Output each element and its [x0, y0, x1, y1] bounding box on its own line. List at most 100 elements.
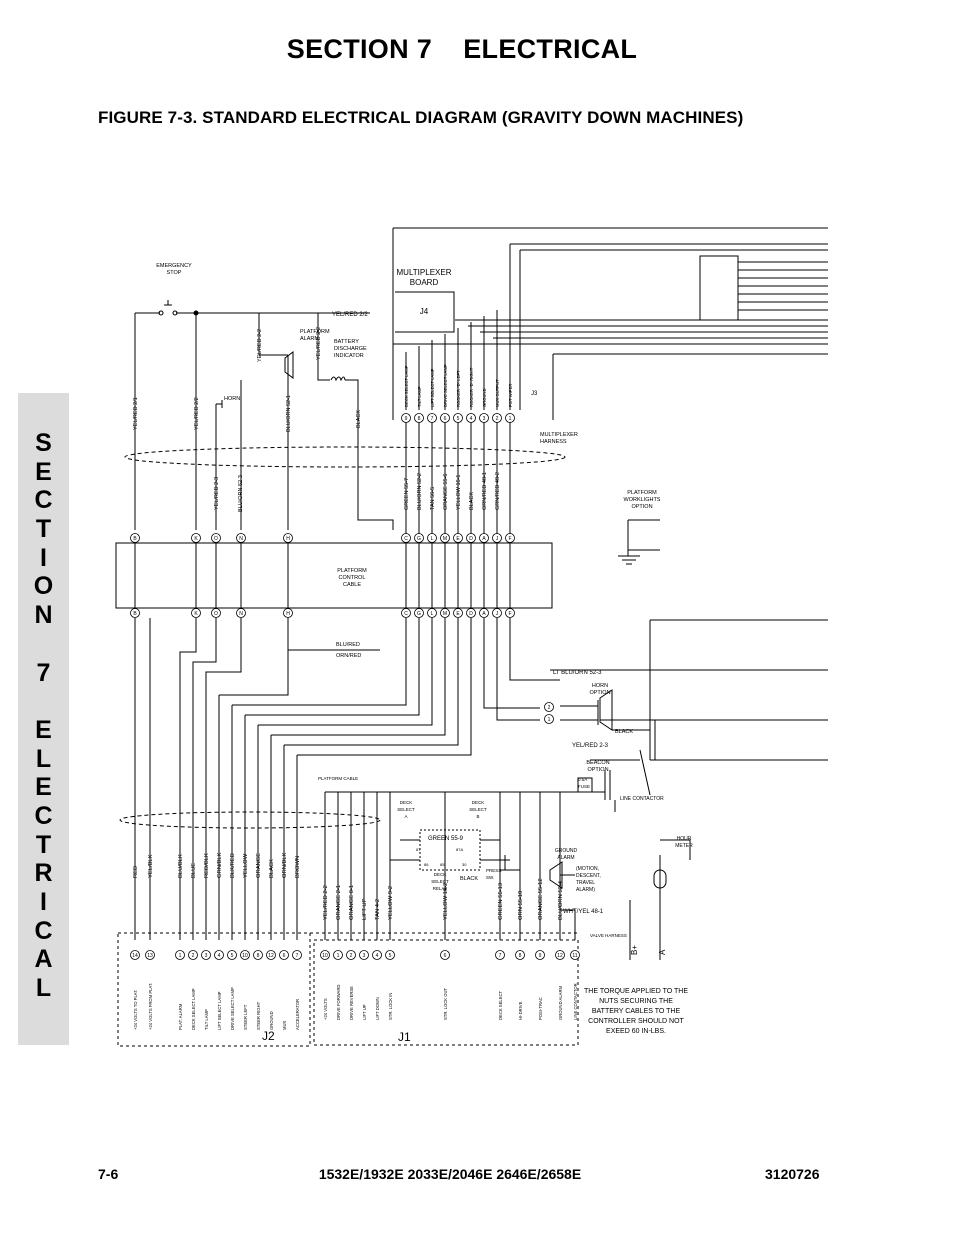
motion-alarm-label: (MOTION, — [576, 866, 599, 872]
line-contactor-label: LINE CONTACTOR — [620, 796, 664, 802]
svg-text:L: L — [431, 611, 434, 617]
svg-text:B: B — [133, 536, 137, 542]
pressure-switch-label: SW. — [486, 875, 494, 880]
svg-text:K: K — [194, 611, 198, 617]
ground-alarm-label: ALARM — [557, 855, 574, 861]
svg-text:12: 12 — [268, 953, 274, 959]
j1-function-label: DRIVE FORWARD — [336, 985, 341, 1020]
j2-pin: 1 — [175, 950, 185, 960]
platform-alarm-label: PLATFORM — [300, 329, 330, 335]
j2-wire-label: YELLOW — [243, 853, 249, 878]
side-tab-letter: L — [35, 744, 52, 773]
cable-pin-bottom: M — [440, 608, 450, 618]
cable-pin-bottom: C — [401, 608, 411, 618]
svg-text:8: 8 — [257, 953, 260, 959]
side-tab-letter: I — [40, 888, 47, 916]
j2-wire-label: ORN/BLK — [282, 852, 288, 878]
cable-pin-top: K — [191, 533, 201, 543]
svg-text:A: A — [482, 611, 486, 617]
j3-pin: 1 — [505, 413, 515, 423]
j1-wire-label: GREEN 55-13 — [498, 883, 504, 920]
j2-function-label: TILT LAMP — [204, 1009, 209, 1030]
j2-wire-label: BLK/RED — [230, 853, 236, 878]
j1-function-label: GROUND ALARM — [558, 986, 563, 1020]
svg-text:2: 2 — [496, 416, 499, 422]
side-tab-letter: T — [35, 515, 52, 544]
j3-pin: 6 — [440, 413, 450, 423]
j1-function-label: LIFT DOWN — [375, 997, 380, 1020]
multiplexer-harness-label: HARNESS — [540, 439, 567, 445]
side-tab-letter: T — [35, 830, 52, 859]
j1-wire-label: YELLOW 10-2 — [443, 883, 449, 920]
svg-text:5: 5 — [457, 416, 460, 422]
j1-pin: 4 — [372, 950, 382, 960]
j3-pin-wire: BLU/ORN 52-2 — [417, 473, 423, 510]
j3-pin-function: LIFT SELECT LAMP — [430, 368, 435, 407]
svg-text:5: 5 — [389, 953, 392, 959]
j3-pin-wire: GREEN 55-7 — [404, 478, 410, 510]
cable-pin-top: H — [283, 533, 293, 543]
footer-models: 1532E/1932E 2033E/2046E 2646E/2658E — [318, 1166, 582, 1182]
j1-function-label: +24 VOLTS — [323, 998, 328, 1020]
j3-pin-function: DECK SELECT LAMP — [404, 365, 409, 407]
cable-pin-top: L — [427, 533, 437, 543]
svg-text:E: E — [456, 536, 460, 542]
svg-text:N: N — [239, 611, 243, 617]
a-terminal-label: A — [658, 949, 667, 955]
j1-pin: 1 — [333, 950, 343, 960]
j1-label: J1 — [398, 1030, 411, 1044]
svg-text:6: 6 — [444, 416, 447, 422]
cable-pin-bottom: K — [191, 608, 201, 618]
wire-label: BLU/RED — [336, 642, 360, 648]
j1-function-label: LIFT UP — [362, 1004, 367, 1020]
hour-meter-label: METER — [675, 843, 693, 849]
svg-text:10: 10 — [322, 953, 328, 959]
wire-label: ORN/RED — [336, 653, 361, 659]
j2-pin: 10 — [240, 950, 250, 960]
j3-pin-function: ROCKER "D" LEFT — [456, 370, 461, 407]
side-tab-letter: O — [33, 572, 54, 601]
wire-label: YEL/RED 2-2 — [257, 329, 263, 362]
valve-harness-label: VALVE HARNESS — [590, 933, 627, 938]
j3-pin-function: MUX OUTPUT — [495, 379, 500, 407]
cable-pin-top: D — [466, 533, 476, 543]
j3-pin-wire: TAN 56-5 — [430, 487, 436, 510]
j1-pin: 11 — [570, 950, 580, 960]
svg-text:4: 4 — [376, 953, 379, 959]
side-tab-letter: I — [40, 543, 47, 572]
svg-text:2: 2 — [192, 953, 195, 959]
side-tab-letter: C — [34, 486, 53, 515]
svg-text:5: 5 — [231, 953, 234, 959]
deck-select-b-label: SELECT — [469, 807, 487, 812]
pressure-switch-label: PRESS. — [486, 868, 503, 873]
j3-pin: 5 — [453, 413, 463, 423]
j1-function-label: STR. LOCK IN — [388, 993, 393, 1020]
side-tab-letter: R — [34, 859, 53, 888]
deck-select-b-label: DECK — [472, 800, 485, 805]
j1-pin: 9 — [535, 950, 545, 960]
cable-pin-top: M — [440, 533, 450, 543]
svg-text:M: M — [443, 536, 447, 542]
cable-pin-top: J — [492, 533, 502, 543]
j2-function-label: STEER LEFT — [243, 1004, 248, 1030]
cable-pin-bottom: L — [427, 608, 437, 618]
j1-pin: 12 — [555, 950, 565, 960]
hour-meter-label: HOUR — [677, 836, 692, 842]
svg-text:G: G — [417, 536, 421, 542]
j1-wire-label: TAN 4-2 — [375, 899, 381, 920]
worklights-label: OPTION — [631, 504, 652, 510]
cable-pin-bottom: J — [492, 608, 502, 618]
horn-label: HORN — [224, 396, 240, 402]
torque-note: CONTROLLER SHOULD NOT — [588, 1018, 684, 1025]
svg-text:J: J — [496, 611, 499, 617]
platform-alarm-label: ALARM — [300, 336, 319, 342]
platform-control-cable-label: CONTROL — [339, 575, 366, 581]
j1-function-label: DRIVE REVERSE — [349, 986, 354, 1020]
wire-label: BLU/ORN 52-3 — [238, 475, 244, 512]
svg-text:2: 2 — [548, 705, 551, 711]
j1-wire-label: BLU/ORN 52-4 — [558, 880, 564, 920]
svg-text:6: 6 — [283, 953, 286, 959]
j2-wire-label: BROWN — [295, 856, 301, 878]
svg-text:1: 1 — [179, 953, 182, 959]
j3-pin-wire: BLACK — [469, 492, 475, 510]
